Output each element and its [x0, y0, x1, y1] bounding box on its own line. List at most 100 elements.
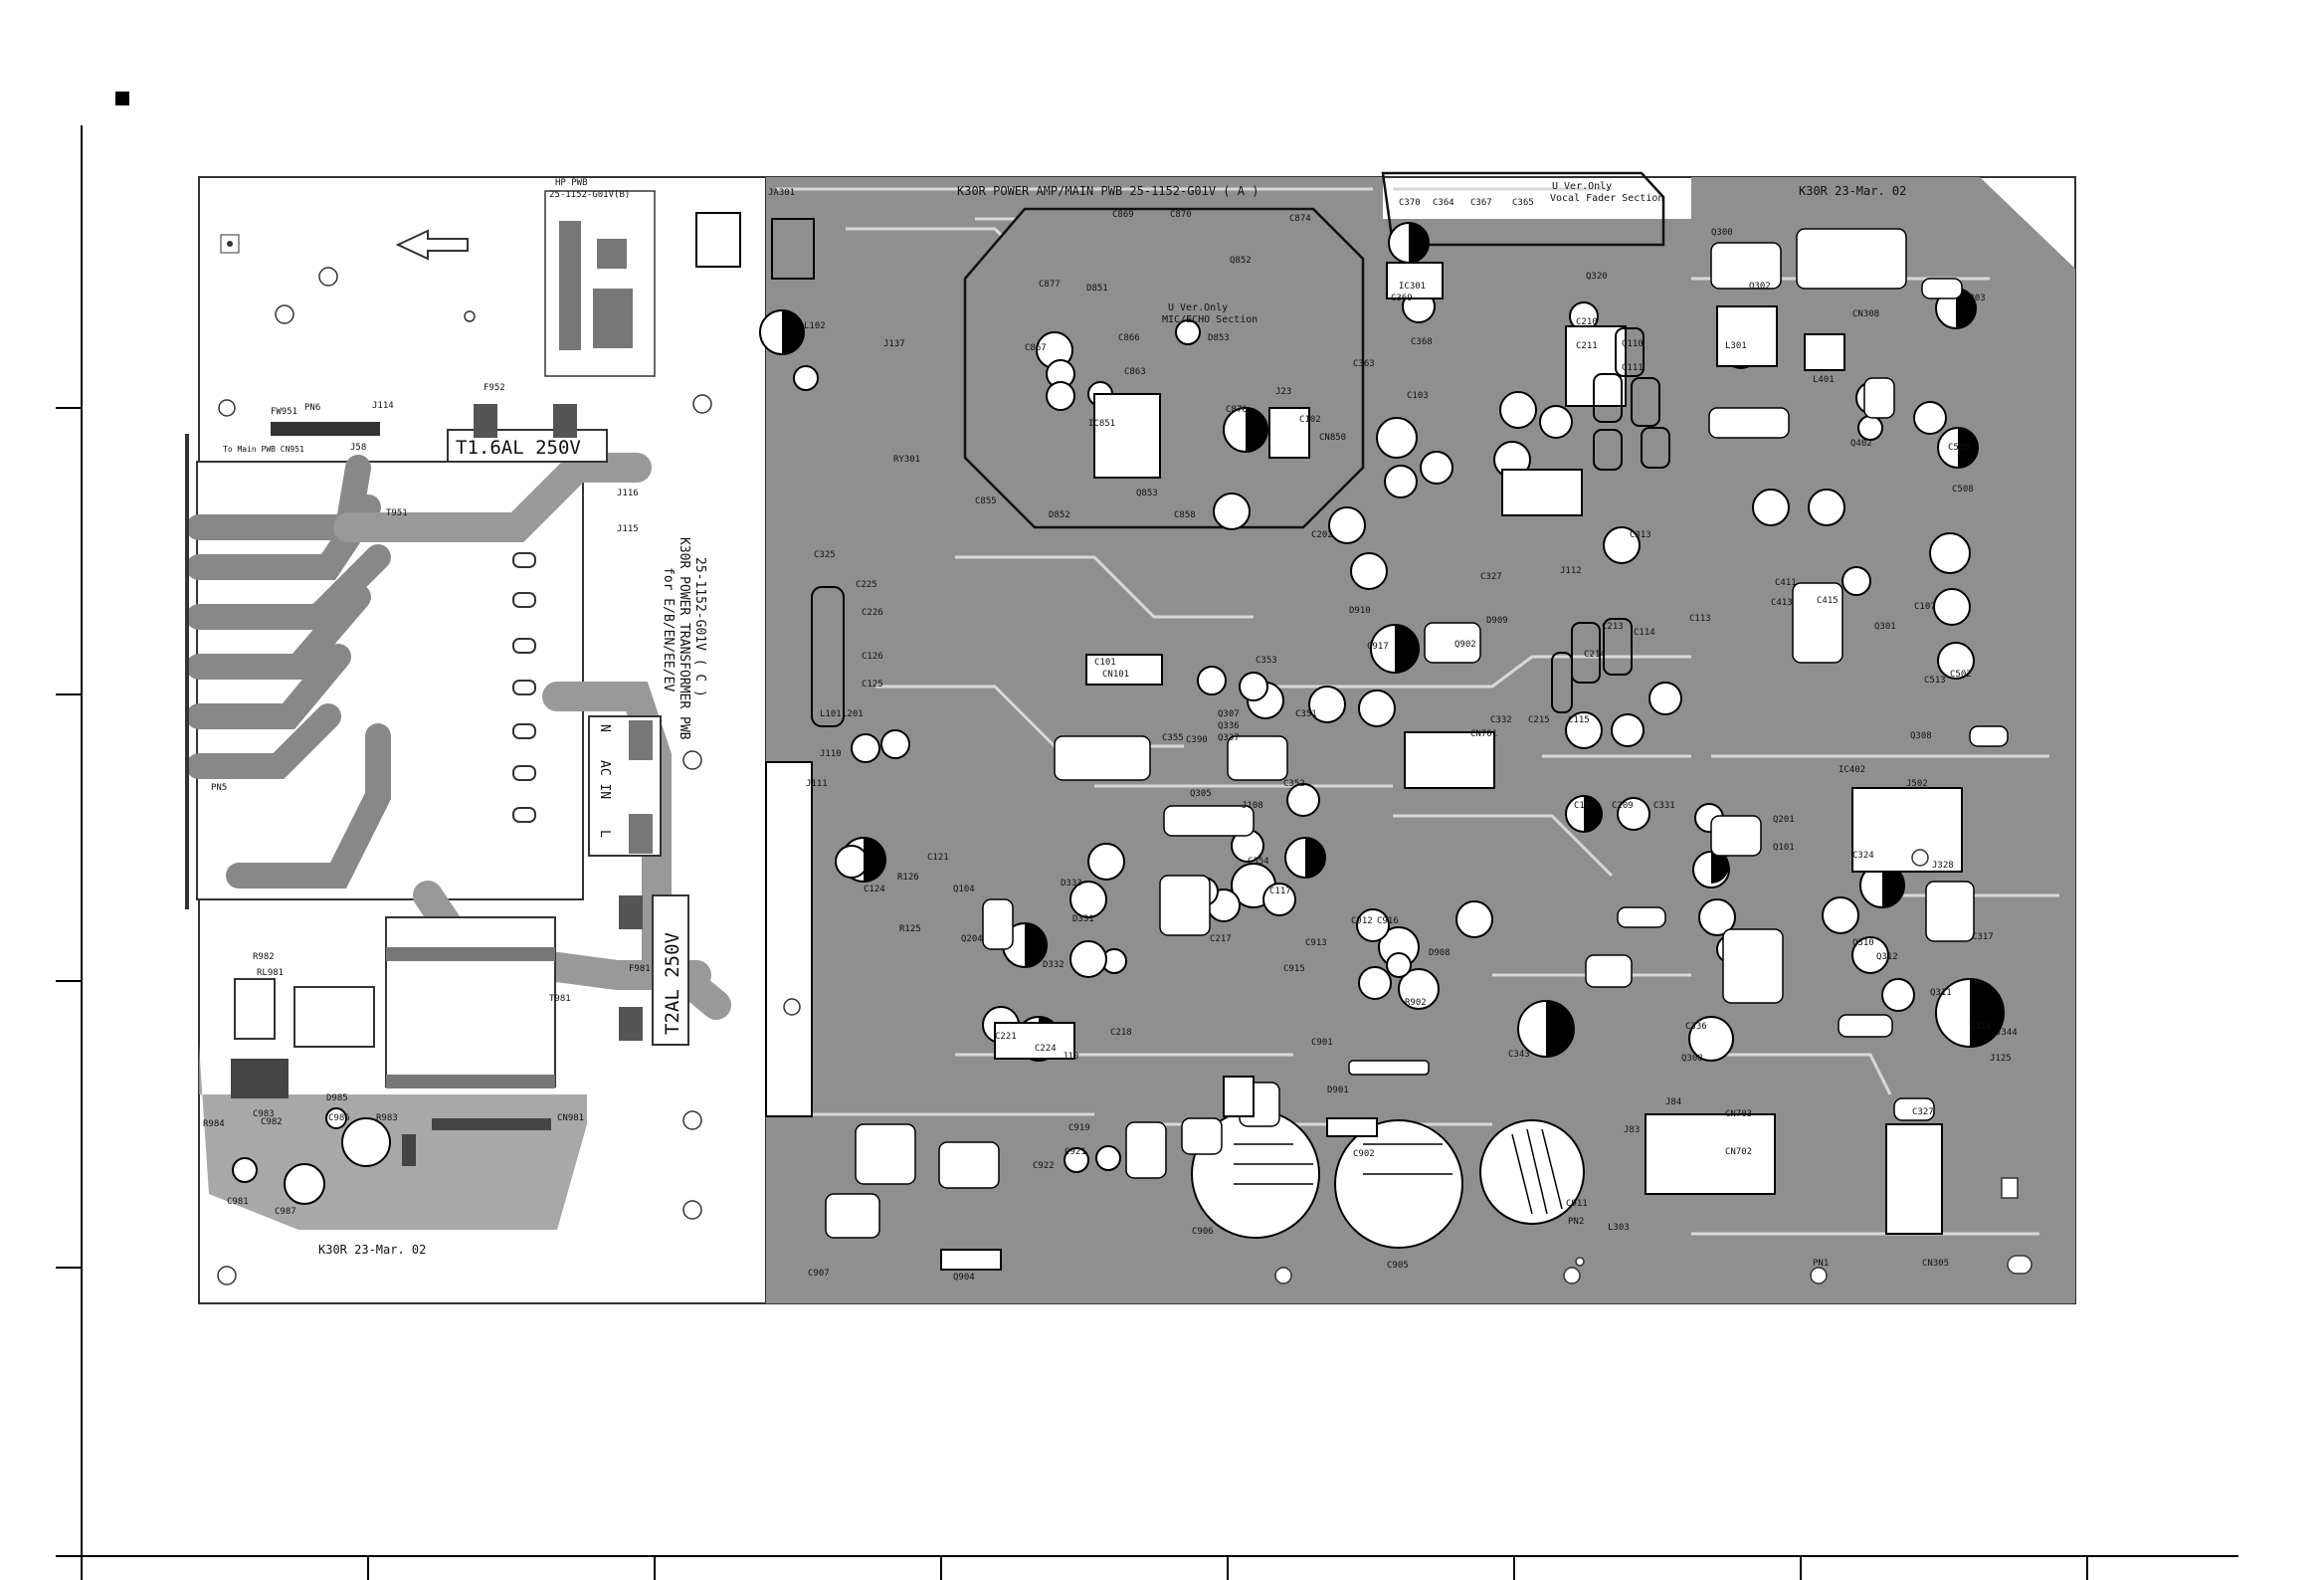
component-label: L102 [804, 321, 826, 331]
ac-in-label: AC IN [597, 760, 612, 799]
component-label: Q204 [961, 934, 983, 944]
component-label: C505 [1948, 443, 1970, 453]
component-label: C863 [1124, 367, 1146, 377]
component-label: Q852 [1230, 256, 1252, 266]
component-label: C218 [1110, 1028, 1132, 1038]
component-label: Q101 [1773, 843, 1795, 853]
component-label: C982 [261, 1117, 283, 1127]
frame-ruler [56, 125, 2238, 1580]
component-label: C364 [1433, 198, 1454, 208]
component-label: C855 [975, 496, 997, 506]
component-label: C921 [1065, 1147, 1086, 1157]
component-label: J23 [1275, 387, 1291, 397]
component-label: J328 [1932, 861, 1954, 871]
transformer-t981 [385, 916, 556, 1087]
section-marker [115, 92, 129, 105]
component-label: JA301 [768, 188, 795, 198]
component-label: T981 [549, 994, 571, 1004]
component-label: Q308 [1910, 731, 1932, 741]
component-label: C115 [1568, 715, 1590, 725]
component-label: J114 [372, 401, 394, 411]
component-label: Q201 [1773, 815, 1795, 825]
mic-echo-section [963, 207, 1365, 529]
component-label: D910 [1349, 606, 1371, 616]
component-label: C343 [1508, 1050, 1530, 1060]
component-label: C202 [1311, 530, 1333, 540]
component-label: C101 [1094, 658, 1116, 668]
component-label: J110 [820, 749, 842, 759]
component-label: C225 [856, 580, 877, 590]
component-label: C224 [1035, 1044, 1057, 1054]
hp-pwb-label: HP PWB [555, 178, 588, 188]
component-label: C336 [1685, 1022, 1707, 1032]
component-label: C221 [995, 1032, 1017, 1042]
component-label: C981 [227, 1197, 249, 1207]
component-label: PN6 [304, 403, 320, 413]
component-label: C331 [1653, 801, 1675, 811]
component-label: C911 [1566, 1199, 1588, 1209]
component-label: C411 [1775, 578, 1797, 588]
component-label: Q320 [1586, 272, 1608, 282]
component-label: CN308 [1852, 309, 1879, 319]
component-label: R125 [899, 924, 921, 934]
component-label: IC402 [1839, 765, 1865, 775]
transistor-clusters [825, 228, 2009, 1239]
component-label: C370 [1399, 198, 1421, 208]
component-label: R902 [1405, 998, 1427, 1008]
component-label: C369 [1391, 294, 1413, 303]
component-label: C913 [1305, 938, 1327, 948]
component-label: J116 [617, 489, 639, 498]
component-label: J10 [1063, 1052, 1078, 1062]
power-transformer-board [185, 176, 767, 1304]
large-capacitors [1191, 1109, 1585, 1249]
component-label: C876 [1226, 405, 1248, 415]
component-label: Q853 [1136, 489, 1158, 498]
component-label: Q311 [1930, 988, 1952, 998]
component-label: C905 [1387, 1261, 1409, 1271]
component-label: C367 [1470, 198, 1492, 208]
title-date-main: K30R 23-Mar. 02 [1799, 184, 1906, 198]
trans-pwb-title-1: 25-1152-G01V ( C ) [692, 557, 707, 697]
component-label: CN702 [1725, 1147, 1752, 1157]
component-label: C368 [1411, 337, 1433, 347]
component-label: C313 [1630, 530, 1651, 540]
component-label: J502 [1906, 779, 1928, 789]
component-label: C121 [927, 853, 949, 863]
component-label: C365 [1512, 198, 1534, 208]
component-label: F952 [484, 383, 505, 393]
component-label: J125 [1990, 1054, 2012, 1064]
component-label: C363 [1353, 359, 1375, 369]
component-label: J58 [350, 443, 366, 453]
component-label: C877 [1039, 280, 1061, 290]
component-label: Q305 [1190, 789, 1212, 799]
component-label: C867 [1025, 343, 1047, 353]
component-label: C906 [1192, 1227, 1214, 1237]
coils [811, 327, 1670, 727]
connector-strips [695, 212, 815, 1117]
component-label: R126 [897, 873, 919, 883]
u-ver-label-2: U Ver.Only [1552, 181, 1612, 192]
component-label: CN101 [1102, 670, 1129, 680]
component-label: C352 [1283, 779, 1305, 789]
component-label: J83 [1624, 1125, 1640, 1135]
component-label: C508 [1952, 485, 1974, 494]
component-label: IC851 [1088, 419, 1115, 429]
component-label: C102 [1299, 415, 1321, 425]
relay-rl981 [234, 978, 276, 1040]
component-label: D985 [326, 1093, 348, 1103]
component-label: D332 [1043, 960, 1065, 970]
component-label: C987 [275, 1207, 296, 1217]
component-label: C113 [1689, 614, 1711, 624]
component-label: Q308 [1681, 1054, 1703, 1064]
component-label: C332 [1490, 715, 1512, 725]
main-pwb-board [695, 171, 2076, 1304]
component-label: PN5 [211, 783, 227, 793]
component-label: C858 [1174, 510, 1196, 520]
hp-pwb-code: 25-1152-G01V(B) [549, 190, 630, 200]
component-label: Q336 [1218, 721, 1240, 731]
component-label: C209 [1612, 801, 1634, 811]
component-label: Q307 [1218, 709, 1240, 719]
component-label: J344 [1996, 1028, 2018, 1038]
component-label: C325 [814, 550, 836, 560]
component-label: D851 [1086, 284, 1108, 294]
